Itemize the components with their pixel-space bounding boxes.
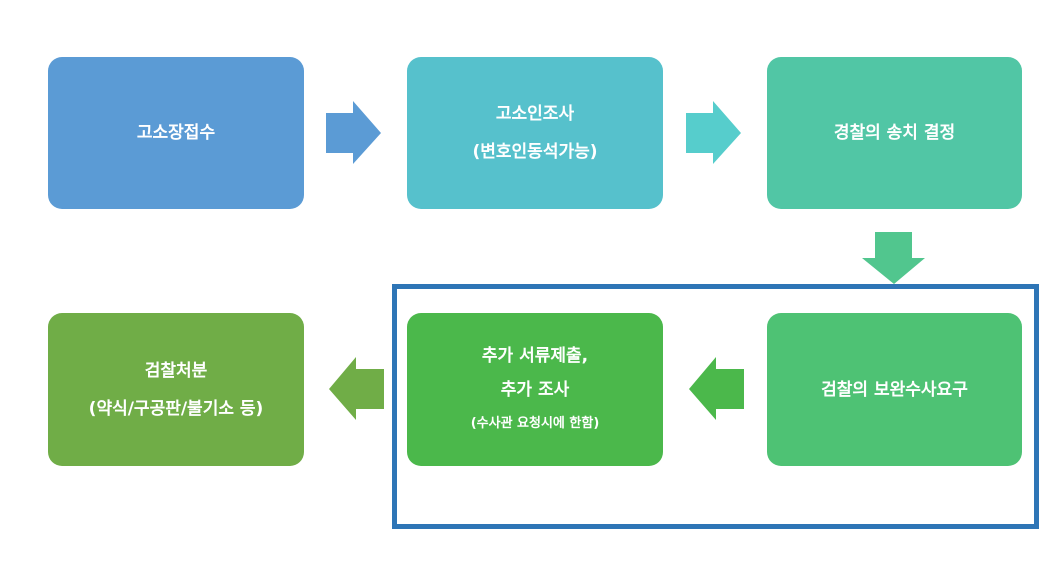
step-label: 검찰처분 xyxy=(144,360,208,381)
step-complaint-filing: 고소장접수 xyxy=(48,57,304,209)
arrow-3-shape xyxy=(862,232,925,284)
arrow-left-icon xyxy=(329,357,384,420)
arrow-1-shape xyxy=(326,101,381,164)
arrow-right-icon xyxy=(326,101,381,164)
step-police-referral-decision: 경찰의 송치 결정 xyxy=(767,57,1022,209)
highlight-frame xyxy=(392,284,1039,529)
step-label: 고소장접수 xyxy=(136,123,216,143)
step-label-2: 추가 조사 xyxy=(500,379,570,400)
arrow-2-shape xyxy=(686,101,741,164)
step-note: (수사관 요청시에 한함) xyxy=(470,415,600,431)
step-sublabel: (변호인동석가능) xyxy=(472,142,598,162)
step-sublabel: (약식/구공판/불기소 등) xyxy=(88,398,264,419)
step-additional-submission: 추가 서류제출, 추가 조사 (수사관 요청시에 한함) xyxy=(407,313,663,466)
arrow-down-icon xyxy=(862,232,925,284)
arrow-left-icon xyxy=(689,357,744,420)
step-label: 경찰의 송치 결정 xyxy=(833,123,956,143)
step-label: 고소인조사 xyxy=(495,104,575,124)
step-complainant-interview: 고소인조사 (변호인동석가능) xyxy=(407,57,663,209)
step-prosecution-disposition: 검찰처분 (약식/구공판/불기소 등) xyxy=(48,313,304,466)
step-label: 검찰의 보완수사요구 xyxy=(821,379,968,400)
arrow-5-shape xyxy=(329,357,384,420)
arrow-4-shape xyxy=(689,357,744,420)
arrow-right-icon xyxy=(686,101,741,164)
step-prosecution-supplementary-request: 검찰의 보완수사요구 xyxy=(767,313,1022,466)
step-label: 추가 서류제출, xyxy=(481,345,589,366)
